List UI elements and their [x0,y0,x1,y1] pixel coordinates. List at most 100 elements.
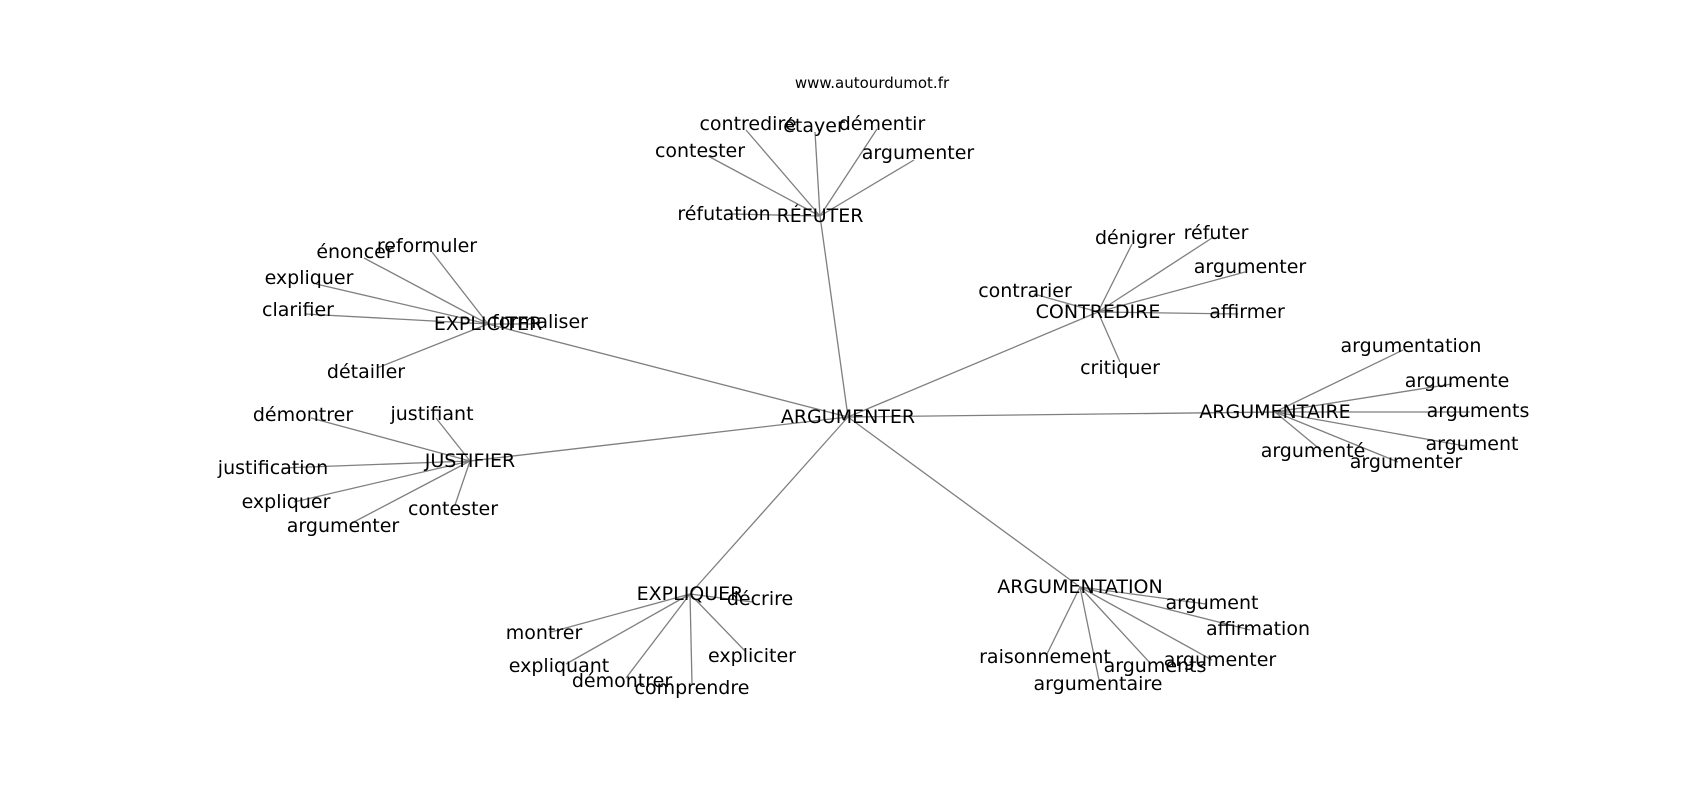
edge-hub-leaf [1274,349,1404,413]
leaf-node-label: reformuler [377,235,477,257]
edge-center-hub [689,416,849,595]
leaf-node-label: contrarier [978,280,1072,302]
hub-node-label: CONTREDIRE [1036,301,1161,323]
leaf-node-label: expliquant [509,655,609,677]
leaf-node-label: démontrer [572,670,672,692]
leaf-node-label: contredire [699,113,796,135]
site-watermark: www.autourdumot.fr [795,74,950,92]
leaf-node-label: arguments [1427,400,1530,422]
leaf-node-label: argumenter [1194,256,1307,278]
edge-hub-leaf [1097,311,1121,363]
hub-node-label: RÉFUTER [777,204,864,227]
edge-hub-leaf [1046,586,1081,655]
leaf-node-label: décrire [727,588,793,610]
edge-hub-leaf [1274,383,1453,413]
edge-hub-leaf [1079,586,1100,681]
edges-layer [281,128,1470,685]
leaf-node-label: expliquer [265,267,354,289]
edge-hub-leaf [315,283,489,325]
leaf-node-label: réfuter [1184,222,1249,244]
leaf-node-label: argument [1426,433,1519,455]
leaf-node-label: arguments [1104,655,1207,677]
edge-hub-leaf [363,257,489,325]
edge-hub-leaf [689,593,747,653]
edge-hub-leaf [689,593,753,603]
leaf-node-label: dénigrer [1095,227,1175,249]
leaf-node-label: expliciter [708,645,796,667]
edge-center-hub [487,323,849,418]
leaf-node-label: affirmer [1209,301,1285,323]
edge-hub-leaf [1079,586,1152,665]
edge-hub-leaf [281,460,471,469]
edge-center-hub [847,311,1099,418]
leaf-node-label: raisonnement [979,646,1111,668]
edge-center-hub [847,416,1081,588]
leaf-node-label: affirmation [1206,618,1310,640]
hub-node-label: JUSTIFIER [424,450,516,472]
edge-hub-leaf [1097,237,1213,313]
edge-hub-leaf [814,131,821,217]
hub-node-label: EXPLIQUER [637,583,744,605]
edge-hub-leaf [707,155,821,217]
edge-hub-leaf [1097,271,1246,313]
hub-node-label: ARGUMENTATION [997,576,1162,598]
edge-hub-leaf [1274,411,1399,463]
leaf-node-label: expliquer [242,491,331,513]
edge-hub-leaf [1033,293,1099,313]
leaf-node-label: argument [1166,592,1259,614]
edge-hub-leaf [293,460,471,503]
leaf-node-label: détailler [327,361,405,383]
edge-hub-leaf [349,460,471,525]
edge-hub-leaf [1079,586,1207,605]
leaf-node-label: argumentaire [1034,673,1163,695]
leaf-node-label: démentir [839,113,926,135]
leaf-node-label: réfutation [677,203,770,225]
edge-hub-leaf [431,251,489,325]
edge-hub-leaf [819,128,878,217]
leaf-node-label: argumenter [287,515,400,537]
leaf-node-label: énoncer [316,241,394,263]
edge-hub-leaf [1097,311,1239,315]
hub-node-label: ARGUMENTAIRE [1199,401,1350,423]
edge-hub-leaf [304,313,489,325]
hub-node-label: EXPLICITER [434,313,542,335]
leaf-node-label: étayer [783,115,845,137]
leaf-node-label: contester [655,140,745,162]
edge-hub-leaf [819,159,915,217]
leaf-node-label: justification [217,457,328,479]
leaf-node-label: comprendre [635,677,750,699]
leaf-node-label: justifiant [389,403,473,425]
edge-hub-leaf [625,593,691,679]
edge-hub-leaf [1274,411,1466,447]
leaf-node-label: argumenter [862,142,975,164]
edge-center-hub [469,416,849,462]
edge-hub-leaf [1097,243,1133,313]
leaf-node-label: contester [408,498,498,520]
edge-hub-leaf [376,323,489,369]
edge-hub-leaf [745,129,821,217]
leaf-node-label: critiquer [1080,357,1160,379]
edge-hub-leaf [454,460,471,506]
leaf-node-label: argumenter [1350,451,1463,473]
center-node-label: ARGUMENTER [781,406,915,428]
edge-center-hub [847,411,1276,418]
leaf-node-label: formaliser [492,311,588,333]
edge-hub-leaf [1079,586,1213,661]
leaf-node-label: argumenter [1164,649,1277,671]
leaf-node-label: argumente [1405,370,1510,392]
leaf-node-label: argumenté [1261,440,1366,462]
edge-hub-leaf [1274,411,1323,452]
edge-hub-leaf [565,593,691,665]
edge-hub-leaf [1079,586,1251,631]
leaf-node-label: démontrer [253,404,353,426]
edge-hub-leaf [310,417,471,462]
leaf-node-label: argumentation [1341,335,1482,357]
edge-hub-leaf [550,593,691,633]
edge-hub-leaf [729,213,821,217]
edge-center-hub [819,215,849,418]
edge-hub-leaf [435,417,471,462]
leaf-node-label: montrer [506,622,583,644]
leaf-node-label: clarifier [262,299,334,321]
